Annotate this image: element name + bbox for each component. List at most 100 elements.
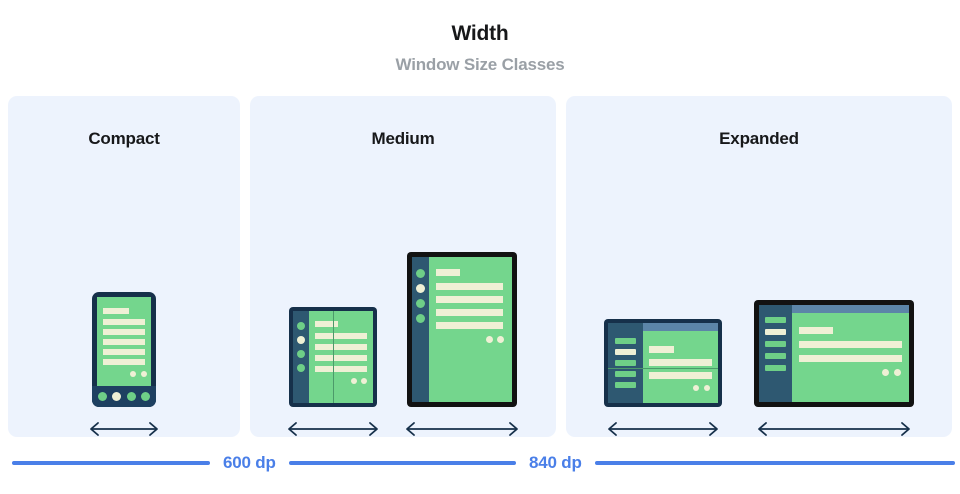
drawer-item — [765, 341, 786, 347]
device-slot-phone — [92, 289, 156, 407]
foldable-landscape-screen — [608, 323, 718, 403]
navigation-drawer — [759, 305, 792, 402]
content-bar — [103, 319, 145, 325]
breakpoint-line-left — [12, 461, 210, 465]
drawer-item-active — [765, 329, 786, 335]
bottom-nav-item — [126, 392, 136, 401]
panel-compact: Compact — [8, 96, 240, 437]
content-dot — [486, 336, 493, 343]
drawer-item — [615, 382, 636, 388]
tablet-landscape-screen — [759, 305, 909, 402]
rail-item — [416, 269, 425, 278]
rail-item — [416, 314, 425, 323]
tablet-portrait-screen — [412, 257, 512, 402]
breakpoint-footer: 600 dp 840 dp — [0, 437, 960, 494]
page-subtitle: Window Size Classes — [395, 55, 565, 74]
content-bar — [103, 349, 145, 355]
content-bar — [799, 341, 902, 348]
drawer-item — [615, 338, 636, 344]
foldable-portrait-screen — [293, 311, 373, 403]
content-bar — [103, 359, 145, 365]
content-bar — [649, 359, 712, 366]
content-dot — [693, 385, 699, 391]
width-arrow-row-foldable-landscape — [605, 421, 721, 437]
width-arrow-row-foldable-portrait — [285, 421, 381, 437]
device-col-tablet-portrait — [403, 247, 521, 437]
breakpoint-label-840: 840 dp — [529, 453, 582, 472]
width-arrow-icon — [285, 421, 381, 437]
content-bar — [315, 355, 367, 361]
drawer-item — [615, 360, 636, 366]
fold-line — [608, 368, 718, 369]
width-arrow-row-tablet-portrait — [403, 421, 521, 437]
expanded-devices — [566, 157, 952, 437]
phone-device — [92, 292, 156, 407]
content-bar — [436, 322, 503, 329]
top-app-bar — [792, 305, 909, 313]
drawer-item — [765, 365, 786, 371]
width-arrow-row-tablet-landscape — [755, 421, 913, 437]
rail-item — [297, 364, 305, 372]
width-arrow-icon — [87, 421, 161, 437]
device-col-phone — [87, 289, 161, 437]
width-arrow-icon — [605, 421, 721, 437]
content-bar — [315, 321, 338, 327]
panel-expanded: Expanded — [566, 96, 952, 437]
content-bar — [799, 327, 833, 334]
navigation-rail — [293, 311, 309, 403]
breakpoint-840dp: 840 dp — [478, 453, 955, 473]
foldable-portrait-device — [289, 307, 377, 407]
bottom-nav-item — [97, 392, 107, 401]
phone-bottom-nav — [92, 386, 156, 407]
bottom-nav-item-active — [112, 392, 122, 401]
content-bar — [103, 339, 145, 345]
fold-line — [333, 311, 334, 403]
rail-item-active — [416, 284, 425, 293]
content-bar — [315, 366, 367, 372]
width-arrow-icon — [755, 421, 913, 437]
rail-item — [297, 350, 305, 358]
drawer-item — [765, 353, 786, 359]
device-col-foldable-portrait — [285, 247, 381, 437]
top-app-bar — [643, 323, 718, 331]
device-col-foldable-landscape — [604, 295, 722, 437]
content-dot — [882, 369, 889, 376]
phone-screen — [97, 297, 151, 386]
diagram-header: Width Window Size Classes — [0, 0, 960, 95]
panel-title-medium: Medium — [371, 129, 435, 148]
breakpoint-line-left — [478, 461, 516, 465]
drawer-item — [615, 371, 636, 377]
device-slot-foldable-landscape — [604, 295, 722, 407]
content-bar — [436, 283, 503, 290]
panel-title-compact: Compact — [88, 129, 160, 148]
content-bar — [799, 355, 902, 362]
content-dot — [130, 371, 136, 377]
content-bar — [103, 308, 129, 314]
content-dot — [361, 378, 367, 384]
device-slot-tablet-portrait — [407, 247, 517, 407]
content-bar — [315, 344, 367, 350]
navigation-drawer — [608, 323, 643, 403]
size-class-panels: Compact — [0, 96, 960, 437]
page-title: Width — [451, 22, 509, 45]
compact-devices — [8, 157, 240, 437]
medium-devices — [250, 157, 556, 437]
content-dot — [141, 371, 147, 377]
content-bar — [315, 333, 367, 339]
breakpoint-600dp: 600 dp — [12, 453, 487, 473]
navigation-rail — [412, 257, 429, 402]
rail-item-active — [297, 336, 305, 344]
breakpoint-line-right — [594, 461, 955, 465]
width-arrow-icon — [403, 421, 521, 437]
width-arrow-row-compact — [87, 421, 161, 437]
foldable-landscape-device — [604, 319, 722, 407]
panel-medium: Medium — [250, 96, 556, 437]
rail-item — [297, 322, 305, 330]
content-dot — [704, 385, 710, 391]
drawer-item-active — [615, 349, 636, 355]
content-dot — [497, 336, 504, 343]
device-slot-tablet-landscape — [754, 295, 914, 407]
tablet-landscape-device — [754, 300, 914, 407]
panel-title-expanded: Expanded — [719, 129, 799, 148]
content-bar — [649, 372, 712, 379]
